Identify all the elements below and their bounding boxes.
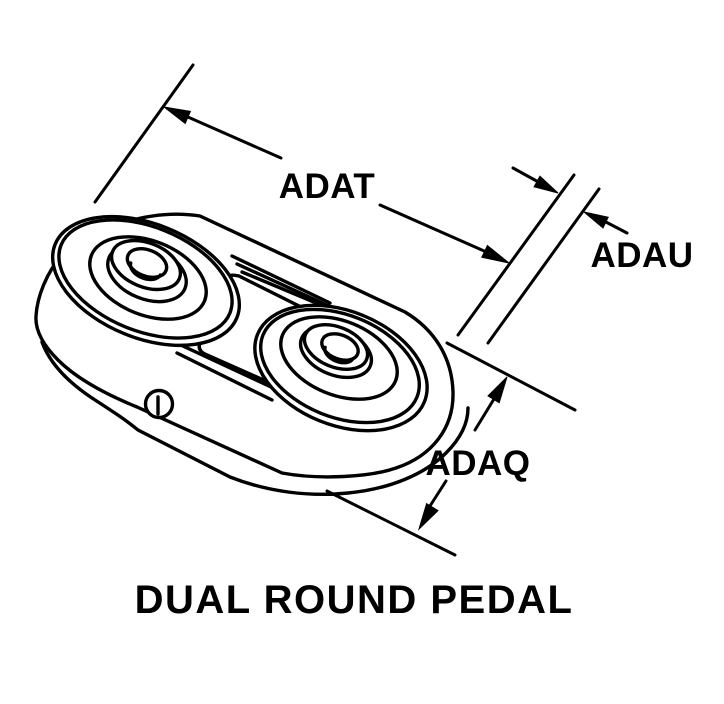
adat-leader-right: [378, 203, 502, 260]
tread-stripe-line: [175, 351, 274, 402]
adau-leader-right: [602, 219, 629, 235]
figure-title: DUAL ROUND PEDAL: [135, 578, 574, 622]
center-hole-rim: [320, 332, 360, 362]
adau-arrowhead-right: [583, 211, 609, 229]
adau-arrowhead-top: [533, 175, 559, 194]
adat-extension-line: [93, 63, 195, 204]
dimension-adau: ADAU: [456, 166, 693, 345]
right-pedal-disc: [253, 303, 429, 433]
disc-rim-inner-line: [57, 218, 234, 340]
tread-stripe-line: [168, 338, 286, 395]
adau-extension-line-right: [486, 187, 601, 345]
center-hole-rim: [125, 247, 169, 279]
center-hole-depth-arc: [128, 261, 162, 282]
adaq-extension-line-upper: [445, 341, 577, 412]
center-hole-depth-arc: [323, 345, 355, 365]
left-pedal-disc: [50, 214, 242, 348]
adat-arrowhead-right: [481, 244, 510, 264]
disc-rim-inner-line: [259, 307, 421, 425]
dimension-label-adat: ADAT: [279, 167, 376, 206]
dimension-adaq: ADAQ: [325, 341, 577, 557]
base-bottom-edge: [40, 340, 470, 496]
adaq-leader-upper: [473, 397, 496, 432]
dimension-label-adau: ADAU: [590, 236, 693, 275]
adaq-leader-lower: [428, 479, 448, 508]
adaq-arrowhead-upper: [487, 376, 508, 404]
dimension-adat: ADAT: [93, 63, 510, 264]
adaq-extension-line-lower: [325, 489, 457, 557]
tread-stripe-line: [230, 254, 332, 305]
screw-head: [143, 388, 175, 420]
adat-arrowhead-left: [163, 106, 192, 125]
adat-leader-left: [170, 108, 283, 160]
dimension-label-adaq: ADAQ: [425, 444, 530, 483]
tread-stripe-line: [235, 262, 333, 309]
adau-extension-line-left: [456, 173, 576, 337]
adaq-arrowhead-lower: [417, 502, 439, 531]
